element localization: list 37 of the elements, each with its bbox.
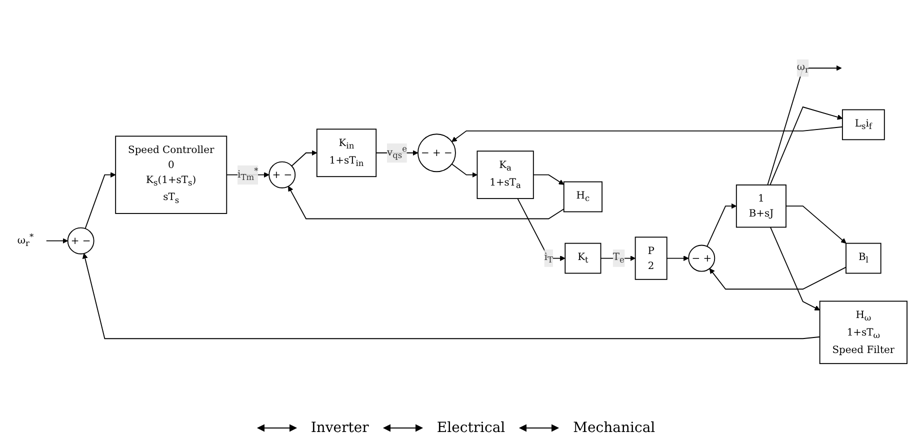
arrow [706,203,737,247]
node-box: P 2 [634,236,668,280]
section-label: Electrical [436,420,506,436]
arrow [786,206,846,244]
arrow [666,256,689,262]
arrow [767,65,842,186]
node-box: K$_{a}$ 1+sT$_{a}$ [476,150,534,200]
arrow [46,238,68,244]
arrow [84,172,116,230]
node-circle: + − [268,161,296,188]
edge-label: i$_{T}$ [544,250,553,266]
node-box: B$_{l}$ [846,242,882,274]
arrow [709,266,846,290]
node-circle: − + [688,244,716,272]
arrow [451,164,478,178]
arrow [770,106,843,186]
section-label: Mechanical [573,420,656,436]
node-box: L$_{s}$i$_{f}$ [842,109,885,140]
section-label: Inverter [310,420,369,436]
arrow [517,198,566,262]
edge-label: T$_{e}$ [612,250,624,266]
arrow [291,150,318,166]
node-box: H$_{c}$ [563,181,602,212]
arrow [532,174,564,185]
node-circle: − + − [417,134,456,172]
edge-label: ω$_{r}$ [796,60,809,75]
node-box: H$_{ω}$ 1+sT$_{ω}$ Speed Filter [819,300,908,364]
node-box: 1 B+sJ [736,184,786,228]
node-circle: + − [67,227,94,254]
node-box: K$_{in}$ 1+sT$_{in}$ [316,128,377,178]
node-box: Speed Controller 0 K$_{s}$(1+sT$_{s}$) sT$_{s}$ [115,136,228,214]
arrow [82,253,820,340]
arrow [376,150,418,156]
node-box: K$_{t}$ [564,242,602,274]
arrow [288,186,564,220]
arrow [770,226,820,310]
arrow [452,126,843,142]
